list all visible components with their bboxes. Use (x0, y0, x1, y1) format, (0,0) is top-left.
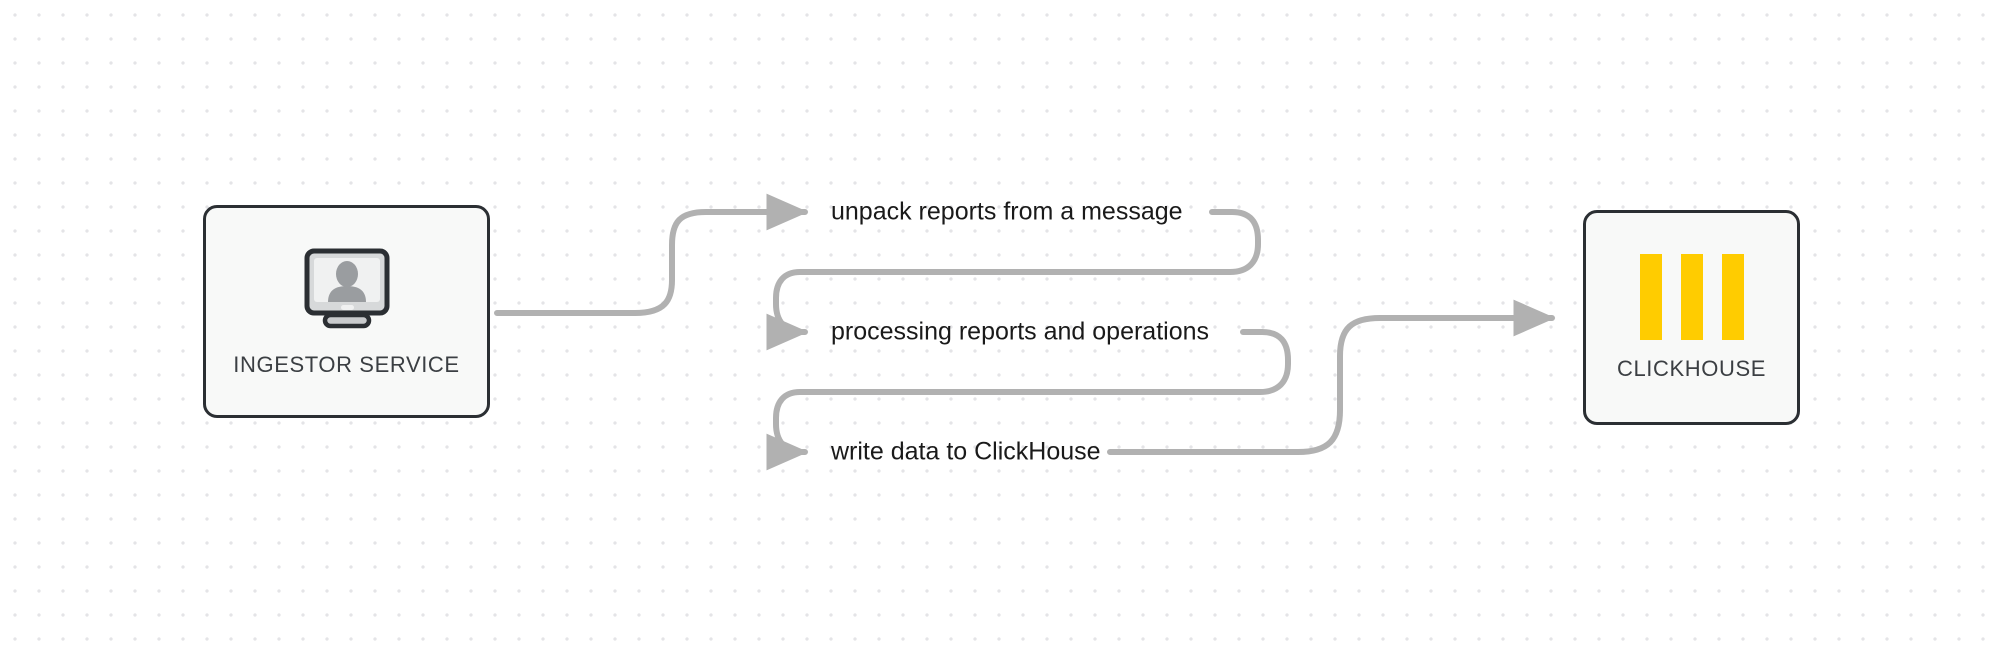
edge-step3-to-clickhouse (1107, 299, 1556, 455)
clickhouse-bar-2 (1680, 253, 1703, 340)
edge-ingestor-to-step1 (494, 193, 809, 316)
edge-step2-return (812, 329, 1291, 395)
clickhouse-logo-icon (1639, 253, 1744, 340)
node-ingestor-service[interactable]: INGESTOR SERVICE (203, 205, 490, 418)
clickhouse-bar-3 (1721, 253, 1744, 340)
monitor-user-icon (298, 245, 396, 338)
edge-label-step1: unpack reports from a message (831, 198, 1183, 226)
node-clickhouse-label: CLICKHOUSE (1616, 355, 1767, 381)
node-ingestor-label: INGESTOR SERVICE (233, 352, 460, 377)
edge-step1-to-step2 (766, 269, 818, 351)
edge-label-step3: write data to ClickHouse (830, 438, 1101, 466)
clickhouse-bar-1 (1639, 253, 1662, 340)
edge-step1-return (812, 209, 1261, 275)
node-clickhouse[interactable]: CLICKHOUSE (1583, 210, 1800, 425)
edge-step2-to-step3 (766, 389, 818, 471)
edge-label-step2: processing reports and operations (831, 318, 1209, 346)
